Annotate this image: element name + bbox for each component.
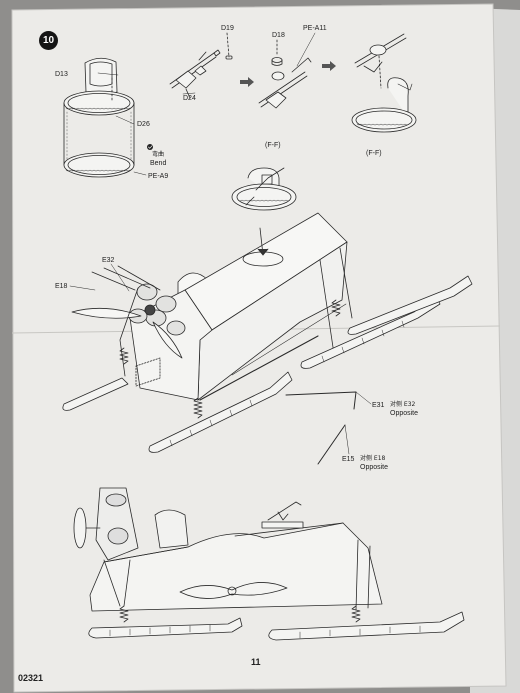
gun-shield-assembly-right (351, 33, 417, 133)
label-d26: D26 (137, 121, 150, 128)
armor-ring-assembly (63, 57, 153, 178)
label-d24: D24 (183, 95, 196, 102)
label-bend-cn: 弯曲 (152, 151, 165, 158)
label-e18: E18 (55, 283, 68, 290)
label-pe-a9: PE-A9 (148, 173, 169, 180)
label-e15-opposite: Opposite (360, 464, 389, 471)
page-number: 11 (251, 657, 261, 667)
kit-number: 02321 (18, 673, 44, 683)
label-ff-right: (F-F) (366, 150, 382, 157)
arrow-1 (240, 77, 254, 87)
label-e15-opposite-cn: 对侧 E18 (360, 455, 386, 462)
label-e31-opposite-cn: 对侧 E32 (390, 401, 416, 408)
label-e31: E31 (372, 402, 385, 409)
label-pe-a11: PE-A11 (303, 25, 327, 32)
label-d18: D18 (272, 32, 285, 39)
step-number-badge: 10 (39, 31, 58, 50)
label-d13: D13 (55, 71, 68, 78)
label-e31-opposite: Opposite (390, 410, 419, 417)
aerosan-main-assembly (62, 212, 473, 465)
gun-mount-subassembly (258, 32, 316, 109)
aerosan-side-view (73, 487, 465, 641)
label-e15: E15 (342, 456, 355, 463)
arrow-2 (322, 61, 336, 71)
label-d19: D19 (221, 25, 234, 32)
label-e32: E32 (102, 257, 115, 264)
label-bend: Bend (150, 160, 167, 167)
label-ff-middle: (F-F) (265, 142, 281, 149)
gun-shield-assembly-middle (231, 167, 297, 211)
machine-gun-subassembly (169, 32, 233, 99)
